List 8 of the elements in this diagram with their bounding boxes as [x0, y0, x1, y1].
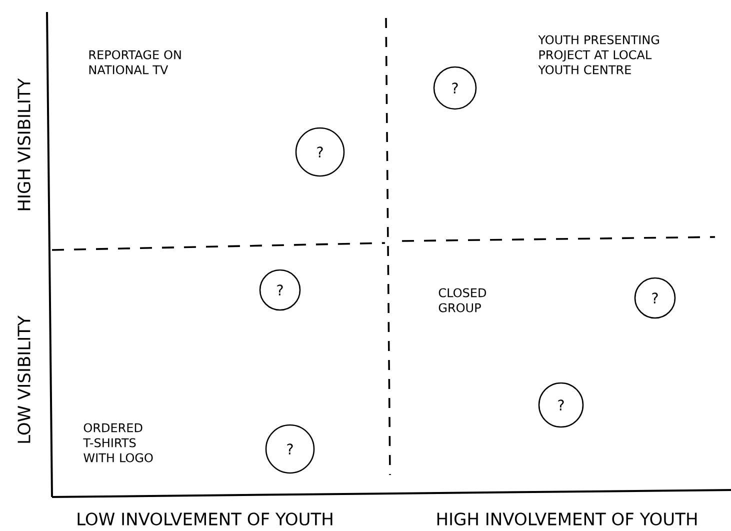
axis-label: LOW INVOLVEMENT OF YOUTH	[78, 512, 332, 526]
axis-label: HIGH VISIBILITY	[18, 78, 30, 210]
quadrant-note: CLOSED GROUP	[438, 288, 486, 312]
quadrant-note: REPORTAGE ON NATIONAL TV	[89, 50, 181, 74]
quadrant-note: YOUTH PRESENTING PROJECT AT LOCAL YOUTH CENTRE	[538, 35, 659, 74]
axis-label: LOW VISIBILITY	[18, 316, 30, 443]
axis-label: HIGH INVOLVEMENT OF YOUTH	[437, 512, 697, 526]
quadrant-note: ORDERED T-SHIRTS WITH LOGO	[83, 423, 153, 462]
